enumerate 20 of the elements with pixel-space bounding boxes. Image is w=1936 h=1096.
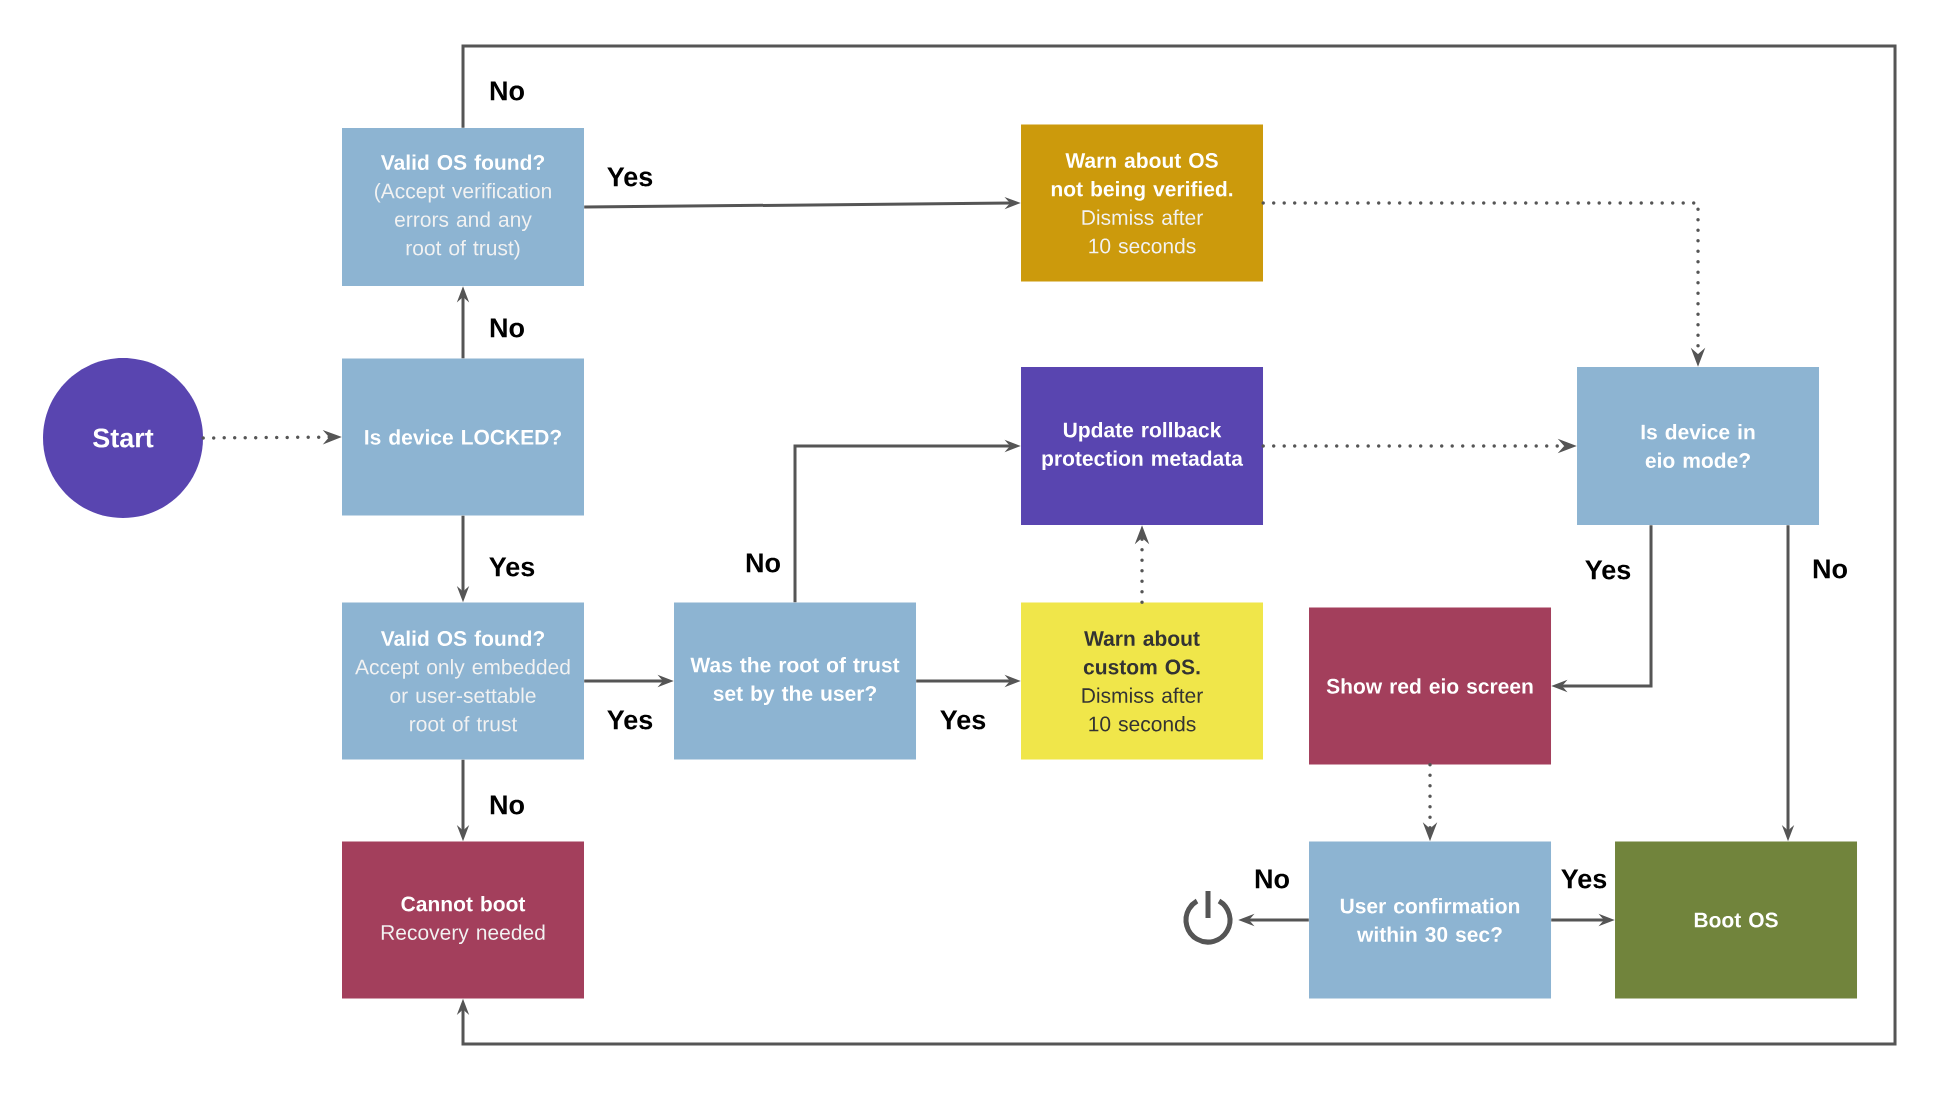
power-icon bbox=[1183, 888, 1233, 945]
decision-box: Valid OS found? Accept only embedded or user-settable root of trust bbox=[342, 602, 584, 760]
decision-box: Is device LOCKED? bbox=[342, 358, 584, 516]
edge-label: No bbox=[488, 794, 526, 816]
process-box: Warn about custom OS. Dismiss after 10 seconds bbox=[1021, 602, 1263, 760]
edge-label: No bbox=[1811, 558, 1849, 580]
decision-box: Was the root of trust set by the user? bbox=[674, 602, 916, 760]
edge-label: No bbox=[744, 552, 782, 574]
edge-label: No bbox=[1253, 868, 1291, 890]
process-box: Update rollback protection metadata bbox=[1021, 367, 1263, 525]
decision-box: User confirmation within 30 sec? bbox=[1309, 841, 1551, 999]
arrow bbox=[456, 44, 1897, 1046]
edge-label: No bbox=[488, 317, 526, 339]
edge-label: No bbox=[488, 80, 526, 102]
process-box: Show red eio screen bbox=[1309, 607, 1551, 765]
decision-box: Is device in eio mode? bbox=[1577, 367, 1819, 525]
decision-box: Valid OS found? (Accept verification errors and any root of trust) bbox=[342, 128, 584, 286]
process-box: Cannot boot Recovery needed bbox=[342, 841, 584, 999]
process-box: Warn about OS not being verified. Dismiss after 10 seconds bbox=[1021, 124, 1263, 282]
process-box: Boot OS bbox=[1615, 841, 1857, 999]
